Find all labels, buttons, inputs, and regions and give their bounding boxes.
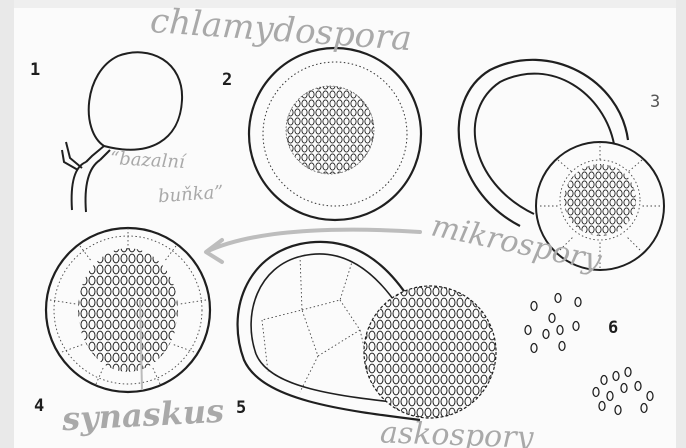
figure-2-chlamydospore	[249, 48, 421, 220]
annotation-ascospores: askospory	[379, 415, 534, 448]
figure-number-6: 6	[608, 318, 618, 338]
figure-number-3: 3	[650, 92, 660, 112]
annotation-stalk-cell: “bazalní	[110, 148, 186, 173]
figure-number-4: 4	[34, 396, 44, 416]
figure-number-2: 2	[222, 70, 232, 90]
figure-6-free-spores	[525, 294, 653, 415]
figure-number-1: 1	[30, 60, 40, 80]
figure-4-synascus	[46, 228, 210, 392]
figure-number-5: 5	[236, 398, 246, 418]
pencil-arrow	[206, 230, 420, 262]
figure-5-ascospore-sac	[238, 242, 496, 420]
